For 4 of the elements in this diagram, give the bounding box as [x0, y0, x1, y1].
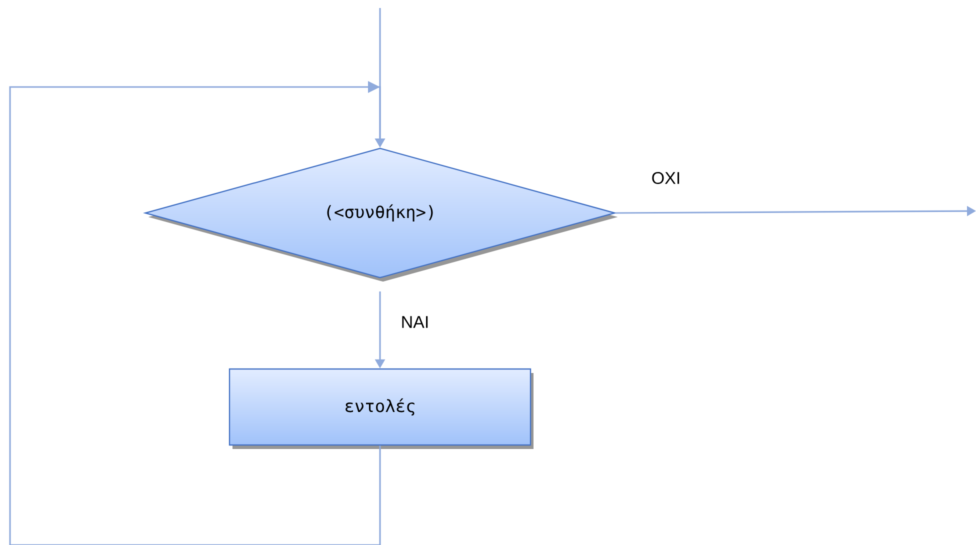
edge-label: ΝΑΙ	[400, 315, 430, 329]
arrow	[9, 81, 386, 545]
edge-label: ΟΧΙ	[650, 170, 682, 185]
process-box: εντολές	[228, 368, 534, 449]
